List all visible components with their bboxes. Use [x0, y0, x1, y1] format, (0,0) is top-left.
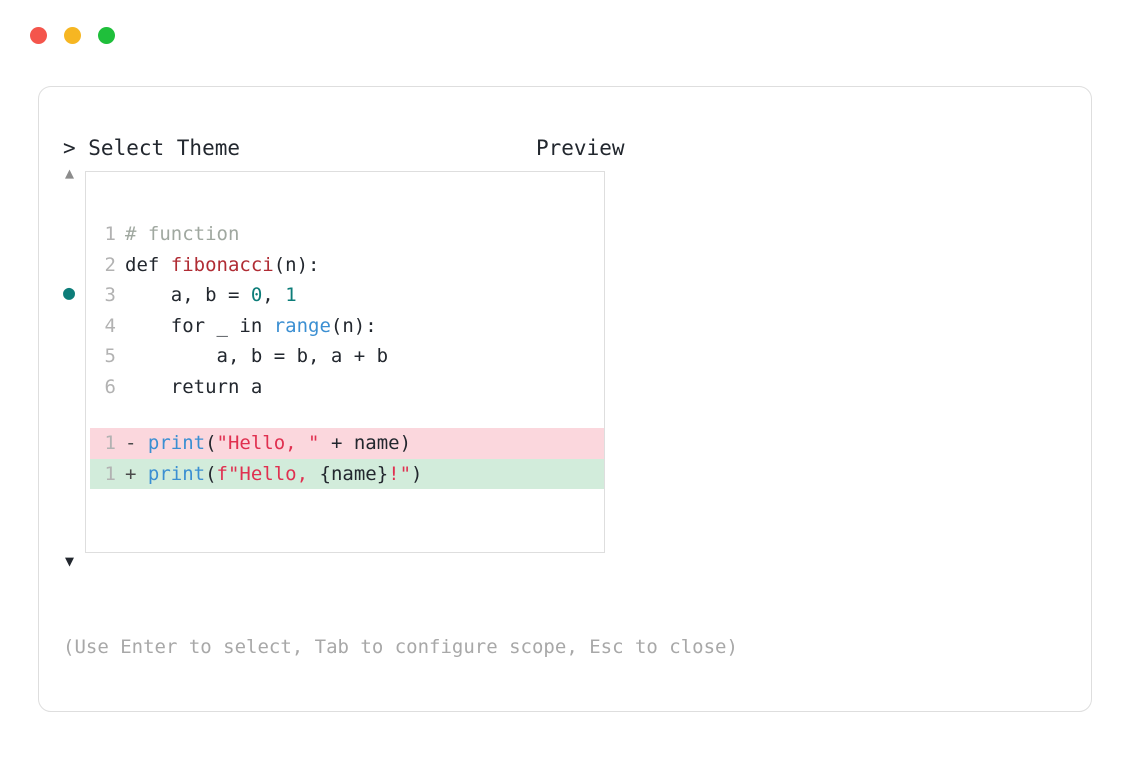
line-number: 1	[104, 223, 116, 245]
theme-picker-card: > Select Theme ▲ 1.ANSILight 2.AyuLight …	[38, 86, 1092, 712]
picker-columns: > Select Theme ▲ 1.ANSILight 2.AyuLight …	[39, 87, 1091, 711]
code-token: )	[411, 462, 423, 485]
code-line: 3 a, b = 0, 1	[90, 280, 604, 311]
line-number: 4	[104, 314, 116, 337]
code-token: print	[147, 432, 206, 454]
code-token: fibonacci	[170, 253, 274, 276]
code-token: (n):	[330, 314, 377, 337]
preview-title: Preview	[536, 136, 625, 160]
code-blank-line	[90, 402, 604, 428]
selected-bullet-icon: ●	[63, 279, 76, 304]
scroll-down-icon[interactable]: ▼	[65, 552, 75, 570]
window-minimize-button[interactable]	[64, 27, 81, 44]
code-token: (	[205, 462, 217, 485]
keyboard-hint: (Use Enter to select, Tab to configure s…	[63, 636, 738, 658]
code-line: 6 return a	[90, 372, 604, 403]
code-token: {name}	[319, 462, 389, 485]
code-token: a, b =	[125, 284, 251, 306]
line-number: 2	[104, 253, 116, 276]
code-line: 1 # function	[90, 219, 604, 250]
page-title: > Select Theme	[63, 136, 241, 160]
code-token: ,	[262, 284, 286, 306]
line-number: 6	[104, 375, 116, 398]
code-line: 2 def fibonacci(n):	[90, 250, 604, 281]
diff-sign: -	[125, 432, 148, 454]
code-line-text: for _ in range(n):	[125, 311, 377, 342]
line-number: 1	[104, 432, 116, 454]
code-token: (n):	[273, 253, 320, 276]
code-token: + name)	[319, 432, 412, 454]
diff-line-added: 1 + print(f"Hello, {name}!")	[90, 458, 604, 490]
code-line-text: return a	[125, 372, 263, 403]
code-token: (	[205, 432, 217, 454]
scroll-up-icon[interactable]: ▲	[65, 164, 75, 182]
code-token: range	[273, 314, 331, 337]
code-token: 1	[285, 284, 297, 306]
code-token: f"Hello,	[216, 462, 320, 485]
window-titlebar	[30, 27, 115, 44]
preview-pane: Preview	[536, 133, 1066, 163]
diff-line-removed: 1- print("Hello, " + name)	[90, 428, 604, 459]
code-token: print	[147, 462, 206, 485]
code-token: a, b = b, a + b	[125, 345, 389, 367]
code-token: 0	[250, 284, 263, 306]
code-line: 5 a, b = b, a + b	[90, 341, 604, 372]
code-line-text: # function	[125, 219, 239, 250]
line-number: 5	[104, 345, 116, 367]
window-maximize-button[interactable]	[98, 27, 115, 44]
line-number: 1	[104, 462, 116, 485]
diff-sign: +	[125, 462, 148, 485]
code-token: for _ in	[125, 314, 274, 337]
line-number: 3	[104, 284, 116, 306]
code-line-text: print("Hello, " + name)	[148, 428, 411, 459]
code-token: "Hello, "	[216, 432, 320, 454]
code-line-text: def fibonacci(n):	[125, 250, 319, 281]
code-token: return a	[125, 375, 263, 398]
code-line: 4 for _ in range(n):	[90, 311, 604, 342]
code-line-text: print(f"Hello, {name}!")	[148, 459, 423, 490]
code-line-text: a, b = 0, 1	[125, 280, 297, 311]
window-close-button[interactable]	[30, 27, 47, 44]
code-token: def	[125, 253, 171, 276]
code-token: !"	[388, 462, 412, 485]
code-token: # function	[125, 223, 240, 245]
code-line-text: a, b = b, a + b	[125, 341, 389, 372]
